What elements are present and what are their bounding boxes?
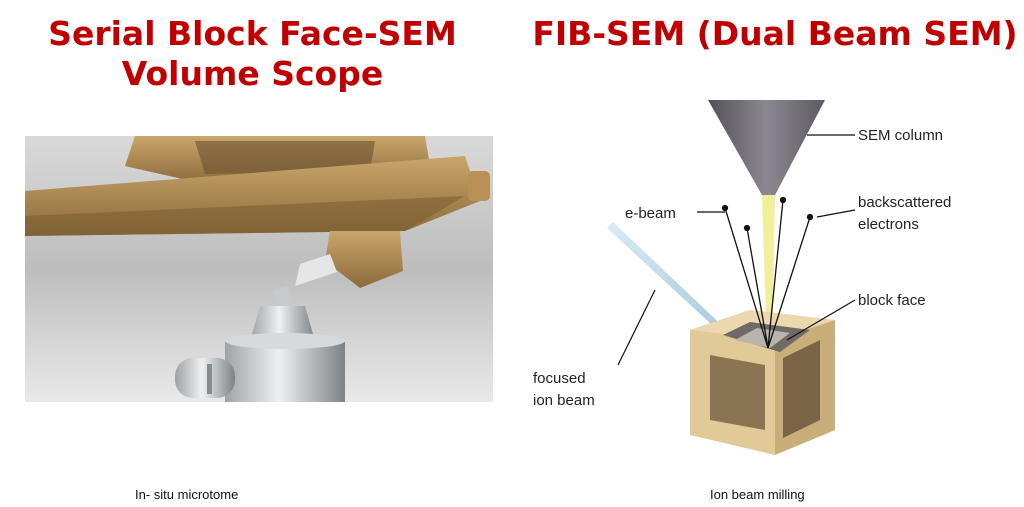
block-inner-right — [783, 340, 820, 438]
fib-sem-diagram: SEM column e-beam backscattered electron… — [533, 100, 951, 455]
microtome-illustration — [25, 136, 493, 402]
right-title: FIB-SEM (Dual Beam SEM) — [532, 14, 1018, 53]
knife-holder — [325, 231, 403, 288]
specimen-stage — [225, 341, 345, 402]
block-face-debris — [735, 328, 790, 348]
label-backscattered-1: backscattered — [858, 194, 951, 211]
specimen-tip — [273, 286, 293, 306]
left-title: Serial Block Face-SEM Volume Scope — [20, 14, 485, 94]
stage-top — [225, 333, 345, 349]
stage-screw — [175, 358, 235, 398]
sem-column — [708, 100, 825, 195]
housing-recess — [195, 141, 375, 174]
label-sem-column: SEM column — [858, 127, 943, 144]
plate-knob — [468, 171, 490, 201]
screw-slot — [207, 364, 212, 394]
plate-shadow — [25, 196, 465, 236]
label-block-face: block face — [858, 292, 926, 309]
caption-right: Ion beam milling — [710, 487, 805, 502]
block-inner-left — [710, 355, 765, 430]
label-focused-2: ion beam — [533, 392, 595, 409]
label-backscattered-2: electrons — [858, 216, 919, 233]
caption-left: In- situ microtome — [135, 487, 239, 502]
label-e-beam: e-beam — [625, 205, 676, 222]
diamond-knife — [295, 254, 337, 286]
leader-lines — [617, 134, 856, 366]
label-focused-1: focused — [533, 370, 586, 387]
backscatter-rays — [721, 196, 814, 349]
left-title-line2: Volume Scope — [121, 54, 384, 93]
left-title-line1: Serial Block Face-SEM — [48, 14, 457, 53]
specimen-pin — [250, 306, 315, 341]
ion-beam — [607, 222, 730, 337]
